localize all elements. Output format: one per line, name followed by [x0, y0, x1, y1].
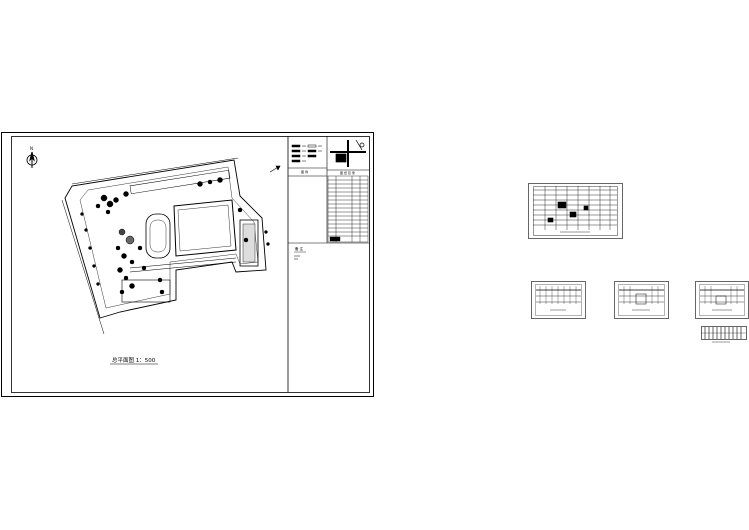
main-building: [173, 199, 237, 257]
north-dimension-line: [71, 157, 239, 185]
index-header: 图 纸 目 录: [340, 170, 355, 175]
site-boundary: [64, 159, 267, 319]
sheet-elevation-3: [695, 281, 749, 319]
facade-strip-detail: [701, 326, 747, 343]
notes-label: 备 注: [295, 246, 304, 251]
west-dimension-line: [61, 199, 105, 335]
drawing-index-table: [327, 175, 369, 243]
north-label: N: [30, 146, 33, 151]
building-strip-north: [129, 169, 231, 195]
sheet-table-drawing: [528, 183, 623, 239]
site-north-marker-icon: [269, 165, 281, 173]
south-road-2: [129, 261, 237, 273]
east-wing: [239, 219, 259, 267]
legend-header: 图 例: [301, 169, 308, 174]
sheet-elevation-2: [614, 281, 669, 319]
notes-text-lines: [294, 255, 300, 260]
sports-track-inner: [149, 219, 167, 253]
vegetation: [80, 177, 270, 295]
sheet-outer-border: [1, 132, 374, 397]
sports-track: [145, 213, 171, 259]
location-map: [330, 139, 366, 167]
north-arrow-icon: [26, 151, 38, 168]
sheet-elevation-1: [531, 281, 586, 319]
east-wing-inner: [242, 223, 256, 263]
plan-title: 总平面图 1：500: [112, 356, 156, 364]
main-sheet: [1, 132, 374, 397]
south-road: [129, 257, 237, 269]
site-inner-boundary: [79, 166, 259, 309]
legend-swatches: [291, 144, 322, 163]
sheet-inner-border: [11, 136, 370, 393]
main-building-inner: [177, 204, 232, 252]
site-plan: [61, 157, 267, 335]
